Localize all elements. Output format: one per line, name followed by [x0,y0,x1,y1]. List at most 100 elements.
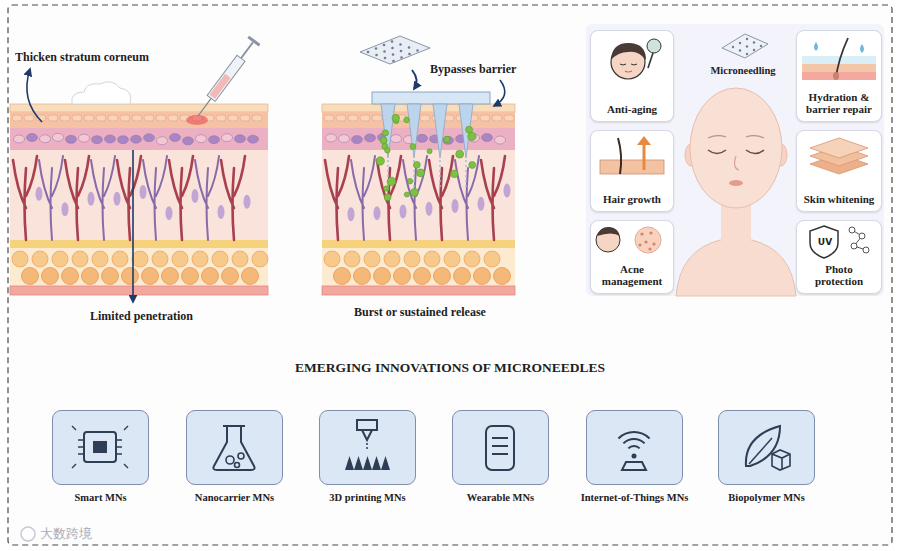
fat-cell [172,251,188,267]
drug-particle [382,130,388,136]
fat-cell [404,251,420,267]
drug-particle [427,149,432,154]
droplets [814,42,864,53]
dermal-cell [36,187,43,201]
blood-vessel [481,156,505,240]
nanoparticle [226,456,234,464]
node-label: Internet-of-Things MNs [581,492,689,505]
lips [729,180,743,186]
epidermal-cell [209,136,220,144]
molecule-bond [852,230,866,250]
patch-needle-dot [375,47,378,50]
leaf-vein [749,438,772,464]
wearable-icon [486,426,514,470]
epidermis [10,128,268,150]
skin-cell [72,115,82,121]
microneedle [459,104,473,158]
fat-cell [464,251,480,267]
fat-cell [42,268,59,285]
fat-cell [222,268,239,285]
patch-needle-dot [416,49,419,52]
chip-core [93,441,107,453]
skin-layer-icon [810,146,868,166]
closed-eyes [708,150,764,154]
epidermal-cell [482,134,493,142]
epidermal-cell [326,134,337,142]
patch-needle-dot [746,38,748,40]
dermal-cell [140,185,147,199]
node-label: Hydration & barrier repair [800,91,878,116]
dermis [10,150,268,240]
patch-needle-dot [400,50,403,53]
innovation-box: 3D printing MNs [319,410,416,485]
skin-cell [108,115,118,121]
skin-cell [240,115,250,121]
print-icon-group [345,420,390,470]
print-stream [366,443,368,450]
epidermal-cell [79,134,90,142]
callout-label: Limited penetration [90,309,193,323]
patch-needle-dot [753,41,755,43]
drug-particle [417,169,425,177]
skin-cell [48,115,58,121]
skin-cell [228,115,238,121]
face-illustration [676,88,796,296]
patch-needle-dot [408,46,411,49]
drug-particle [469,162,476,169]
skin-cell [492,115,502,121]
growth-arrow [643,144,646,170]
syringe-fluid [210,74,231,99]
molecule-atom [849,227,855,233]
mouth-icon [625,71,632,72]
roller-handle [648,53,653,68]
roller-icon [647,39,661,53]
skin-cell [144,115,154,121]
dermal-cell [348,207,355,221]
patch-needle-dot [739,49,741,51]
flask-icon [213,426,254,470]
epidermal-cell [443,136,454,144]
drug-release-trail [465,160,467,190]
epidermal-cell [495,136,506,144]
drug-particle [411,188,419,196]
patch-needle-dot [408,53,411,56]
epidermal-cell [144,134,155,142]
drug-particle [456,150,464,158]
node-label: Photo protection [800,263,878,288]
shield-icon [810,226,838,258]
white-icon-group [810,138,868,174]
watermark: 大数跨境 [40,526,92,542]
node-label: Biopolymer MNs [728,492,805,505]
fat-cell [324,251,340,267]
skin-layer-icon [810,154,868,174]
skin-cell [12,115,22,121]
fat-cell [192,251,208,267]
skin-cell [480,115,490,121]
fat-cell [22,268,39,285]
iot-icon-group [618,432,649,470]
fat-cell [32,251,48,267]
hair-icon-group [600,136,664,174]
fat-cell [142,268,159,285]
epidermal-cell [222,134,233,142]
cube-icon [772,450,790,470]
fat-cell [152,251,168,267]
epidermal-cell [66,135,77,143]
leaf-icon [746,426,780,466]
patch-needle-dot [732,46,734,48]
dermal-cell [192,189,199,203]
drug-particle [466,126,473,133]
innovation-box: Nanocarrier MNs [186,410,283,485]
blood-vessel [195,156,219,240]
dermal-cell [218,205,225,219]
skin-layer [802,72,876,80]
epidermal-cell [170,133,181,141]
epidermal-cell [27,133,38,141]
skin-cell [60,115,70,121]
nanoparticle [235,463,240,468]
patch-needle-dot [391,47,394,50]
epidermal-cell [365,134,376,142]
callout-label: Bypasses barrier [430,62,516,76]
benefit-tile: Hydration & barrier repair [796,30,882,122]
